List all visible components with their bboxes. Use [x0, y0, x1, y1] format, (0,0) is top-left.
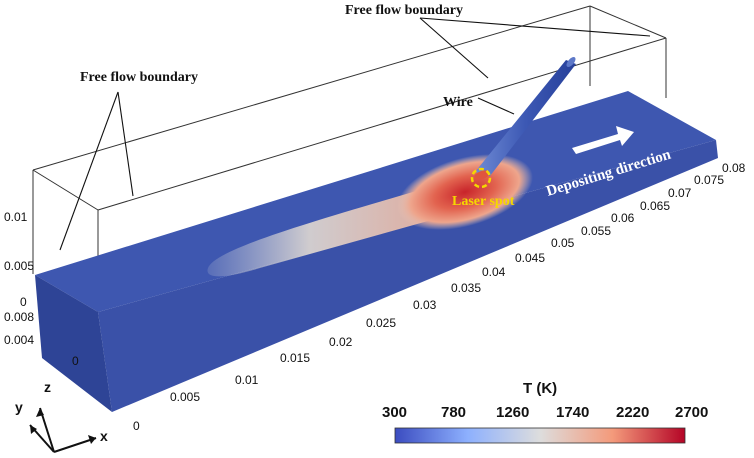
wire-feed	[474, 57, 576, 180]
temperature-colorbar: T (K) 300 780 1260 1740 2220 2700	[382, 380, 708, 444]
y-tick: 0	[72, 354, 79, 368]
z-axis-ticks: 0 0.005 0.01	[4, 210, 34, 309]
x-tick: 0.005	[170, 390, 200, 404]
x-tick: 0.025	[366, 316, 396, 330]
colorbar-gradient	[394, 427, 686, 444]
y-tick: 0.004	[4, 333, 34, 347]
free-flow-boundary-top-label: Free flow boundary	[345, 3, 463, 18]
triad-z-label: z	[44, 379, 51, 395]
x-tick: 0.045	[515, 251, 545, 265]
x-axis-ticks: 0 0.005 0.01 0.015 0.02 0.025 0.03 0.035…	[133, 161, 746, 433]
colorbar-tick-label: 2700	[675, 404, 708, 421]
depositing-direction-arrow	[572, 126, 634, 154]
laser-spot-label: Laser spot	[452, 194, 515, 209]
substrate-top-face	[35, 91, 716, 312]
x-tick: 0.04	[482, 265, 506, 279]
x-tick: 0.02	[329, 335, 353, 349]
free-flow-boundary-left-label: Free flow boundary	[80, 70, 198, 85]
y-axis-ticks: 0 0.004 0.008	[4, 310, 79, 368]
annotation-leaders	[59, 17, 651, 251]
colorbar-tick-label: 1740	[556, 404, 589, 421]
wire-label: Wire	[443, 95, 473, 110]
x-tick: 0	[133, 419, 140, 433]
y-tick: 0.008	[4, 310, 34, 324]
triad-y-label: y	[15, 399, 23, 415]
x-tick: 0.035	[451, 281, 481, 295]
substrate-left-face	[35, 275, 112, 412]
x-tick: 0.05	[551, 236, 575, 250]
colorbar-title: T (K)	[523, 380, 557, 397]
triad-x-label: x	[100, 428, 108, 444]
substrate-front-face	[98, 140, 718, 412]
z-tick: 0.005	[4, 259, 34, 273]
x-tick: 0.07	[668, 186, 692, 200]
z-tick: 0.01	[4, 210, 28, 224]
x-tick: 0.01	[235, 373, 259, 387]
x-tick: 0.075	[694, 173, 724, 187]
laser-spot-marker	[470, 167, 492, 189]
deposited-track	[207, 154, 533, 277]
orientation-triad	[29, 407, 97, 453]
x-tick: 0.08	[722, 161, 746, 175]
colorbar-tick-label: 300	[382, 404, 407, 421]
z-tick: 0	[20, 295, 27, 309]
colorbar-tick-label: 780	[441, 404, 466, 421]
colorbar-tick-label: 2220	[616, 404, 649, 421]
x-tick: 0.03	[413, 298, 437, 312]
colorbar-tick-label: 1260	[496, 404, 529, 421]
x-tick: 0.015	[280, 351, 310, 365]
x-tick: 0.06	[611, 211, 635, 225]
x-tick: 0.055	[581, 224, 611, 238]
x-tick: 0.065	[640, 199, 670, 213]
